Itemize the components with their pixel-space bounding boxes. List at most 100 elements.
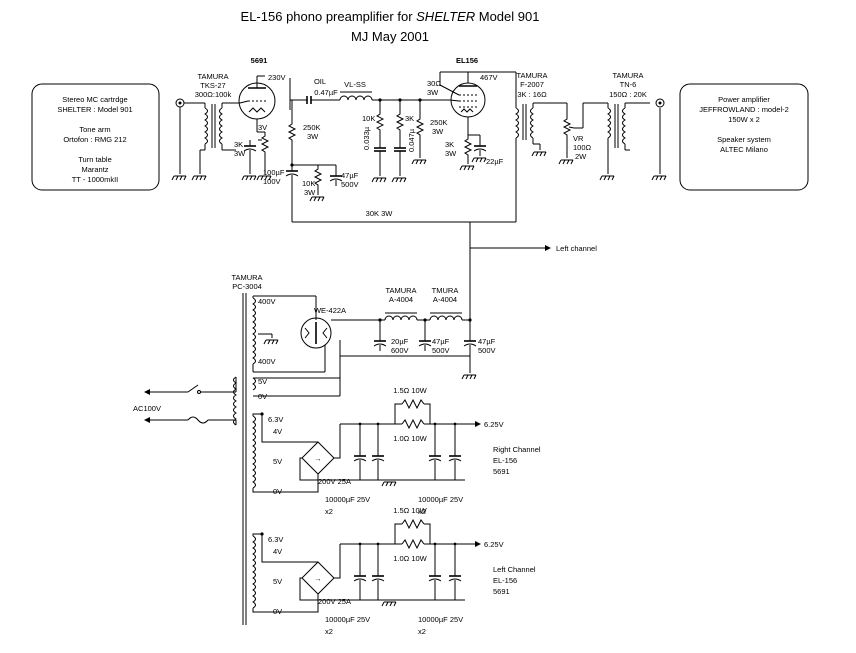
svg-text:TAMURA: TAMURA xyxy=(231,273,262,282)
svg-text:6.25V: 6.25V xyxy=(484,540,504,549)
svg-text:0.047µ: 0.047µ xyxy=(407,128,416,152)
svg-text:10000µF 25V: 10000µF 25V xyxy=(418,615,463,624)
svg-text:100Ω: 100Ω xyxy=(573,143,592,152)
svg-text:EL-156: EL-156 xyxy=(493,456,517,465)
svg-text:10000µF 25V: 10000µF 25V xyxy=(325,615,370,624)
svg-text:TMURA: TMURA xyxy=(432,286,459,295)
box-text-line: JEFFROWLAND : model-2 xyxy=(699,105,789,114)
svg-text:TKS-27: TKS-27 xyxy=(200,81,225,90)
box-text-line: SHELTER : Model 901 xyxy=(57,105,132,114)
svg-text:3W: 3W xyxy=(307,132,319,141)
svg-text:Left channel: Left channel xyxy=(556,244,597,253)
tube-el156: EL156 xyxy=(450,56,486,118)
svg-text:x2: x2 xyxy=(418,627,426,636)
svg-text:5V: 5V xyxy=(258,377,267,386)
svg-text:5691: 5691 xyxy=(493,467,510,476)
input-transformer: TAMURA TKS-27 300Ω:100k xyxy=(191,72,240,181)
svg-text:4V: 4V xyxy=(273,547,282,556)
svg-text:150Ω : 20K: 150Ω : 20K xyxy=(609,90,647,99)
page-title: EL-156 phono preamplifier for SHELTER Mo… xyxy=(241,9,540,24)
svg-text:500V: 500V xyxy=(478,346,496,355)
svg-text:100V: 100V xyxy=(263,177,281,186)
svg-text:0.033µ: 0.033µ xyxy=(362,126,371,150)
box-text-line: Speaker system xyxy=(717,135,771,144)
svg-text:TAMURA: TAMURA xyxy=(612,71,643,80)
svg-text:200V 25A: 200V 25A xyxy=(318,597,351,606)
svg-text:A-4004: A-4004 xyxy=(433,295,457,304)
page-subtitle: MJ May 2001 xyxy=(351,29,429,44)
svg-text:WE-422A: WE-422A xyxy=(314,306,346,315)
svg-text:10K: 10K xyxy=(302,179,315,188)
svg-text:250K: 250K xyxy=(430,118,448,127)
svg-text:5V: 5V xyxy=(273,457,282,466)
output-transformer: TAMURA F-2007 3K : 16Ω xyxy=(515,71,567,222)
svg-text:F-2007: F-2007 xyxy=(520,80,544,89)
box-text-line: 150W x 2 xyxy=(728,115,760,124)
svg-text:VL-SS: VL-SS xyxy=(344,80,366,89)
box-text-line: Marantz xyxy=(81,165,108,174)
svg-text:3K: 3K xyxy=(234,140,243,149)
svg-text:6.3V: 6.3V xyxy=(268,415,283,424)
svg-text:OIL: OIL xyxy=(314,77,326,86)
svg-text:100µF: 100µF xyxy=(263,168,285,177)
svg-text:x2: x2 xyxy=(325,507,333,516)
svg-text:A-4004: A-4004 xyxy=(389,295,413,304)
box-text-line: Power amplifier xyxy=(718,95,770,104)
hv-power-supply: TAMURA PC-3004 400V 400V 5V 0V xyxy=(133,273,496,625)
svg-text:VR: VR xyxy=(573,134,584,143)
svg-text:47µF: 47µF xyxy=(478,337,496,346)
svg-text:3K: 3K xyxy=(405,114,414,123)
svg-text:500V: 500V xyxy=(432,346,450,355)
svg-text:x2: x2 xyxy=(418,507,426,516)
svg-text:3W: 3W xyxy=(234,149,246,158)
svg-text:TAMURA: TAMURA xyxy=(385,286,416,295)
svg-text:10000µF 25V: 10000µF 25V xyxy=(325,495,370,504)
svg-text:2W: 2W xyxy=(575,152,587,161)
svg-text:5691: 5691 xyxy=(251,56,268,65)
bridge-symbol: → xyxy=(314,454,322,463)
svg-text:EL156: EL156 xyxy=(456,56,478,65)
box-text-line: Ortofon : RMG 212 xyxy=(63,135,126,144)
svg-text:5V: 5V xyxy=(273,577,282,586)
svg-text:PC-3004: PC-3004 xyxy=(232,282,262,291)
box-text-line: Turn table xyxy=(78,155,112,164)
svg-text:400V: 400V xyxy=(258,357,276,366)
svg-text:1.5Ω 10W: 1.5Ω 10W xyxy=(393,506,427,515)
svg-text:3W: 3W xyxy=(427,88,439,97)
svg-text:TAMURA: TAMURA xyxy=(516,71,547,80)
svg-text:47µF: 47µF xyxy=(432,337,450,346)
svg-text:500V: 500V xyxy=(341,180,359,189)
svg-text:0.47µF: 0.47µF xyxy=(314,88,338,97)
svg-text:10000µF 25V: 10000µF 25V xyxy=(418,495,463,504)
tube-5691: 5691 xyxy=(238,56,276,120)
svg-text:250K: 250K xyxy=(303,123,321,132)
box-text-line: Tone arm xyxy=(79,125,110,134)
output-jack xyxy=(655,98,665,108)
svg-text:200V 25A: 200V 25A xyxy=(318,477,351,486)
svg-text:TAMURA: TAMURA xyxy=(197,72,228,81)
svg-text:3V: 3V xyxy=(258,123,267,132)
svg-text:3W: 3W xyxy=(304,188,316,197)
svg-text:EL-156: EL-156 xyxy=(493,576,517,585)
svg-text:6.25V: 6.25V xyxy=(484,420,504,429)
svg-text:1.5Ω 10W: 1.5Ω 10W xyxy=(393,386,427,395)
svg-text:30Ω: 30Ω xyxy=(427,79,441,88)
amplifier-section: TAMURA TKS-27 300Ω:100k 5691 230V 3V 3K … xyxy=(171,56,667,330)
svg-text:230V: 230V xyxy=(268,73,286,82)
svg-text:47µF: 47µF xyxy=(341,171,359,180)
svg-text:AC100V: AC100V xyxy=(133,404,161,413)
svg-text:5691: 5691 xyxy=(493,587,510,596)
box-text-line: TT - 1000mkII xyxy=(72,175,119,184)
svg-text:Left Channel: Left Channel xyxy=(493,565,536,574)
svg-text:3K: 3K xyxy=(445,140,454,149)
box-text-line: Stereo MC cartrdge xyxy=(62,95,127,104)
svg-text:3K : 16Ω: 3K : 16Ω xyxy=(517,90,547,99)
svg-text:600V: 600V xyxy=(391,346,409,355)
